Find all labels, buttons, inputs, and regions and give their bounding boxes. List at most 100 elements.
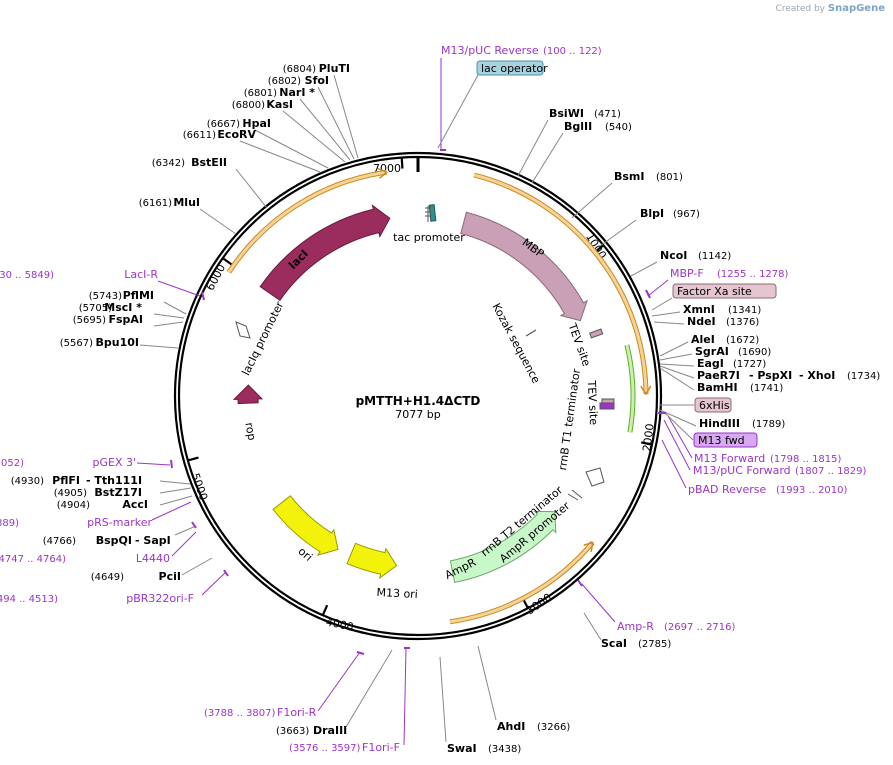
primer-l4440[interactable]: L4440 (136, 552, 170, 565)
leader-primer-pgex-3 (136, 462, 171, 466)
leader-bpu10i (139, 344, 179, 349)
leader-bglii (531, 132, 564, 184)
enzyme-bamhi[interactable]: BamHI (697, 381, 738, 394)
label-tev-site-2: TEV site (585, 379, 600, 425)
primer-m13-forward[interactable]: M13 Forward (694, 452, 765, 465)
enzyme-hindiii[interactable]: HindIII (699, 417, 740, 430)
primer-amp-r[interactable]: Amp-R (617, 620, 654, 633)
leader-sfoi (317, 86, 355, 160)
primer-pbad-reverse[interactable]: pBAD Reverse (688, 483, 766, 496)
leader-fspai (153, 321, 184, 327)
enzyme-pos-bamhi: (1741) (750, 383, 783, 394)
enzyme-bstz17i[interactable]: BstZ17I (94, 486, 142, 499)
enzyme-pos-ndei: (1376) (726, 317, 759, 328)
leader-primer-m13-forward (667, 415, 693, 459)
label-rrnb-t1-terminator: rrnB T1 terminator (556, 367, 583, 471)
enzyme-bsteii[interactable]: BstEII (191, 156, 227, 169)
label-kozak-sequence: Kozak sequence (490, 301, 543, 386)
primer-m13-puc-forward[interactable]: M13/pUC Forward (693, 464, 791, 477)
enzyme-pos-bsteii: (6342) (152, 158, 185, 169)
his-arc (625, 344, 635, 433)
primer-pgex-3[interactable]: pGEX 3' (92, 456, 136, 469)
leader-pluti (333, 74, 359, 159)
enzyme-acci[interactable]: AccI (122, 498, 148, 511)
enzyme-pluti[interactable]: PluTI (319, 62, 350, 75)
enzyme-nari[interactable]: NarI * (279, 86, 315, 99)
primer-pbr322ori-f[interactable]: pBR322ori-F (126, 592, 194, 605)
enzyme-bsmi[interactable]: BsmI (614, 170, 645, 183)
enzyme-kasi[interactable]: KasI (266, 98, 293, 111)
enzyme-bsiwi[interactable]: BsiWI (549, 107, 584, 120)
leader-kasi (282, 110, 346, 163)
box-factor-xa-site[interactable]: Factor Xa site (677, 285, 752, 298)
enzyme-pos-eagi: (1727) (733, 359, 766, 370)
primer-mark-pbr322ori-f (223, 569, 229, 577)
enzyme-pos-pflfi: (4930) (11, 476, 44, 487)
primer-pos-f1ori-f: (3576 .. 3597) (289, 743, 361, 754)
enzyme-ncoi[interactable]: NcoI (660, 249, 687, 262)
enzyme-xhoi[interactable]: - XhoI (799, 369, 835, 382)
leader-xmni (651, 311, 681, 317)
enzyme-eagi[interactable]: EagI (697, 357, 724, 370)
box-lac-operator[interactable]: lac operator (481, 62, 548, 75)
enzyme-pspxi[interactable]: - PspXI (749, 369, 792, 382)
enzyme-ahdi[interactable]: AhdI (497, 720, 525, 733)
feature-tac-promoter (425, 206, 431, 222)
enzyme-sgrai[interactable]: SgrAI (695, 345, 729, 358)
enzyme-pos-pcii: (4649) (91, 572, 124, 583)
primer-mbp-f[interactable]: MBP-F (670, 267, 704, 280)
feature-lac-operator-mark (428, 204, 437, 222)
enzyme-pos-draiii: (3663) (276, 726, 309, 737)
enzyme-bpu10i[interactable]: Bpu10I (96, 336, 140, 349)
orf-arc-ampr (449, 541, 594, 624)
enzyme-sfoi[interactable]: SfoI (305, 74, 329, 87)
feature-laciq-promoter (235, 321, 251, 339)
primer-f1ori-f[interactable]: F1ori-F (362, 741, 400, 754)
orf-arc-mbp-head (640, 385, 652, 396)
enzyme-draiii[interactable]: DraIII (313, 724, 347, 737)
orf-arc-laci-head (377, 167, 388, 179)
enzyme-pflfi[interactable]: PflFI (52, 474, 80, 487)
enzyme-hpai[interactable]: HpaI (242, 117, 271, 130)
enzyme-ecorv[interactable]: EcoRV (217, 128, 256, 141)
primer-m13-puc-reverse[interactable]: M13/pUC Reverse (441, 44, 539, 57)
enzyme-swai[interactable]: SwaI (447, 742, 477, 755)
leader-draiii (345, 649, 393, 728)
enzyme-tth111i[interactable]: - Tth111I (86, 474, 142, 487)
primer-laci-r[interactable]: LacI-R (124, 268, 158, 281)
primer-f1ori-r[interactable]: F1ori-R (277, 706, 317, 719)
enzyme-bspqi[interactable]: BspQI (96, 534, 132, 547)
primer-prs-marker[interactable]: pRS-marker (87, 516, 152, 529)
leader-ahdi (477, 645, 497, 721)
leader-bsteii (235, 168, 268, 209)
enzyme-sapi[interactable]: - SapI (135, 534, 171, 547)
enzyme-mlui[interactable]: MluI (173, 196, 200, 209)
label-tev-site-1: TEV site (565, 321, 593, 368)
feature-tev-site-2 (599, 402, 615, 410)
plasmid-name: pMTTH+H1.4ΔCTD (356, 394, 481, 408)
primer-pos-mbp-f: (1255 .. 1278) (717, 269, 789, 280)
enzyme-blpi[interactable]: BlpI (640, 207, 664, 220)
enzyme-ndei[interactable]: NdeI (687, 315, 716, 328)
enzyme-pos-bspqi: (4766) (43, 536, 76, 547)
tick-mark-4000 (321, 604, 329, 616)
tick-mark-7000 (400, 157, 404, 169)
enzyme-pos-swai: (3438) (488, 744, 521, 755)
box-m13-fwd[interactable]: M13 fwd (698, 434, 745, 447)
leader-bsiwi (517, 119, 549, 177)
enzyme-pflmi[interactable]: PflMI (123, 289, 154, 302)
leader-primer-pbr322ori-f (201, 571, 227, 596)
enzyme-msci[interactable]: MscI * (104, 301, 142, 314)
box-lac-operator-box (476, 60, 544, 76)
enzyme-fspai[interactable]: FspAI (108, 313, 143, 326)
enzyme-scai[interactable]: ScaI (601, 637, 627, 650)
feature-his-mark (601, 398, 615, 404)
enzyme-xmni[interactable]: XmnI (683, 303, 715, 316)
box-6xhis[interactable]: 6xHis (699, 399, 730, 412)
label-rop: rop (242, 421, 258, 441)
enzyme-alei[interactable]: AleI (691, 333, 715, 346)
enzyme-pcii[interactable]: PciI (159, 570, 181, 583)
enzyme-bglii[interactable]: BglII (564, 120, 592, 133)
enzyme-paer7i[interactable]: PaeR7I (697, 369, 740, 382)
